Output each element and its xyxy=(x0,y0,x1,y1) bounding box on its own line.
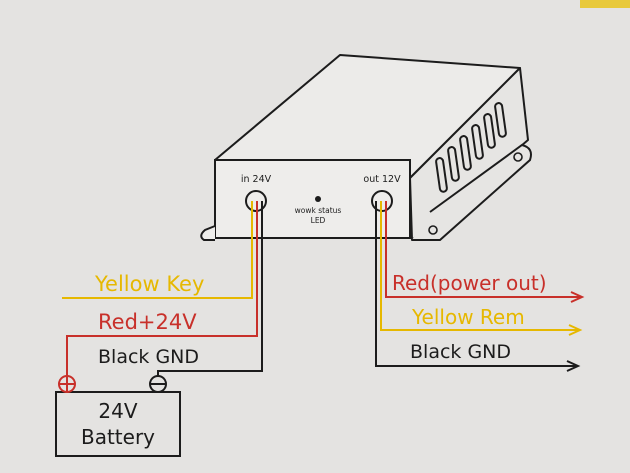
status-led-icon xyxy=(315,196,321,202)
output-yellow-label: Yellow Rem xyxy=(411,305,525,329)
output-port-label: out 12V xyxy=(363,174,401,185)
input-port-label: in 24V xyxy=(241,174,272,185)
top-edge-strip xyxy=(580,0,630,8)
output-black-wire xyxy=(375,201,576,367)
input-red-label: Red+24V xyxy=(98,310,197,334)
output-black-arrow-icon xyxy=(566,360,581,372)
input-black-label: Black GND xyxy=(98,346,199,368)
battery-name-label: Battery xyxy=(81,425,155,449)
vent-slots-icon xyxy=(435,102,507,193)
output-yellow-arrow-icon xyxy=(568,324,583,336)
status-led-label-line2: LED xyxy=(311,216,326,225)
battery-voltage-label: 24V xyxy=(98,399,137,423)
right-mounting-flange xyxy=(412,143,532,241)
status-led-label-line1: wowk status xyxy=(295,206,342,215)
output-red-wire xyxy=(385,201,580,298)
minus-terminal-icon xyxy=(149,375,167,393)
plus-terminal-icon xyxy=(58,375,76,393)
flange-hole-icon xyxy=(428,225,438,235)
output-black-label: Black GND xyxy=(410,341,511,363)
input-yellow-wire xyxy=(62,201,253,299)
output-red-label: Red(power out) xyxy=(392,271,547,295)
output-yellow-wire xyxy=(380,201,578,331)
input-red-wire xyxy=(66,201,258,382)
output-red-arrow-icon xyxy=(570,291,585,303)
input-yellow-label: Yellow Key xyxy=(94,272,204,296)
battery-box xyxy=(55,391,181,457)
flange-hole-icon xyxy=(513,152,523,162)
left-mounting-flange xyxy=(200,225,216,241)
